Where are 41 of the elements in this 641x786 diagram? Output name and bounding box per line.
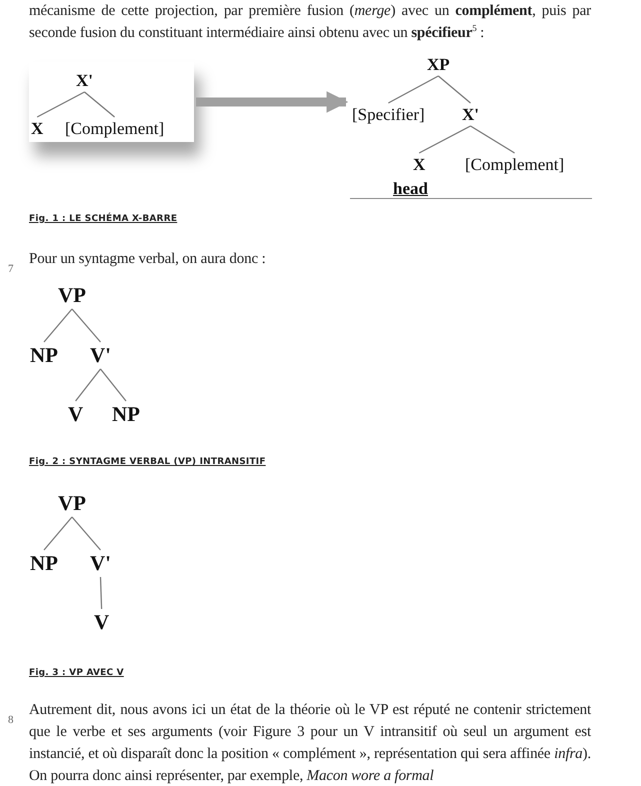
tree-label: [Specifier] (352, 106, 425, 123)
tree-branch (388, 75, 439, 104)
figure-caption: Fig. 1 : LE SCHÉMA X-BARRE (29, 214, 178, 224)
figure-caption: Fig. 2 : SYNTAGME VERBAL (VP) INTRANSITIF (29, 457, 266, 467)
tree-label: NP (30, 553, 58, 574)
tree-label: X (31, 120, 44, 137)
paragraph-number: 7 (8, 263, 14, 275)
tree-label: V' (90, 345, 111, 366)
head-label: head (393, 180, 428, 197)
tree-branch (44, 308, 72, 342)
tree-label: V (94, 612, 110, 633)
tree-label: V' (90, 553, 111, 574)
tree-label: XP (427, 56, 450, 73)
tree-label: VP (58, 493, 86, 514)
tree-branch (72, 308, 101, 342)
tree-branch (84, 92, 115, 118)
tree-branch (75, 368, 101, 402)
tree-branch (100, 368, 126, 402)
figure-caption: Fig. 3 : VP AVEC V (29, 668, 124, 678)
paragraph: mécanisme de cette projection, par première fusion (merge) avec un complément, puis par seconde fusion du constituant intermédiaire ainsi obtenu avec un spécifieur$^{5}$ : (29, 2, 591, 43)
tree-branch (72, 516, 101, 550)
paragraph: Pour un syntagme verbal, on aura donc : (29, 250, 267, 269)
arrow (196, 91, 348, 113)
tree-label: [Complement] (465, 156, 564, 173)
tree-label: X' (76, 72, 93, 89)
tree-label: NP (112, 404, 140, 425)
tree-label: VP (58, 285, 86, 306)
tree-label: X (413, 156, 426, 173)
paragraph-number: 8 (8, 714, 14, 726)
paragraph: Autrement dit, nous avons ici un état de la théorie où le VP est réputé ne contenir strictement que le verbe et ses arguments (voir Figure 3 pour un V intransitif où seul un argument est instancié, et où disparaît donc la position « complément », représentation qui sera affinée infra). On pourra donc ainsi représenter, par exemple, Macon wore a formal (29, 701, 591, 786)
figure-panel (29, 62, 194, 142)
tree-label: NP (30, 345, 58, 366)
tree-label: X' (462, 106, 479, 123)
tree-branch (418, 125, 471, 154)
tree-branch (470, 125, 515, 154)
tree-branch (100, 576, 102, 610)
tree-label: V (68, 404, 84, 425)
tree-branch (438, 76, 471, 104)
tree-branch (36, 91, 85, 118)
tree-branch (44, 516, 72, 550)
tree-label: [Complement] (65, 120, 164, 137)
